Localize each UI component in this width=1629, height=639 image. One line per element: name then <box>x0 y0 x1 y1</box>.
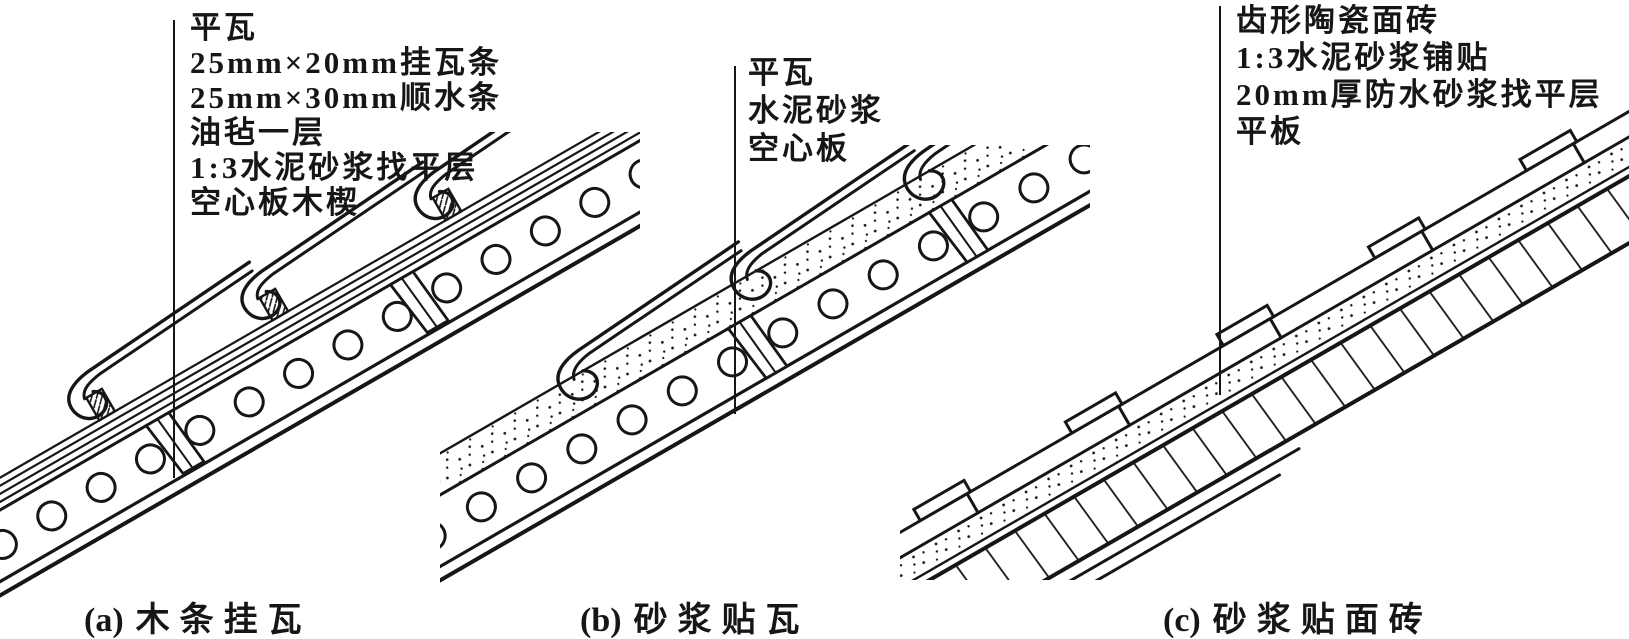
label-line: 平板 <box>1236 114 1304 149</box>
toothed-ceramic-tiles <box>900 100 1629 580</box>
diagram-c-drawing <box>900 100 1629 580</box>
tile-battens <box>84 187 463 422</box>
figure-c-layer-labels: 齿形陶瓷面砖 1:3水泥砂浆铺贴 20mm厚防水砂浆找平层 平板 <box>1236 2 1603 150</box>
caption-c-index: (c) <box>1163 602 1201 639</box>
label-line: 空心板木楔 <box>190 185 360 220</box>
caption-c-text: 砂浆贴面砖 <box>1212 602 1433 639</box>
label-line: 1:3水泥砂浆找平层 <box>190 150 479 185</box>
wood-wedges <box>144 269 451 476</box>
label-line: 齿形陶瓷面砖 <box>1236 3 1440 38</box>
label-line: 油毡一层 <box>190 115 326 150</box>
caption-a-index: (a) <box>84 602 124 639</box>
flat-tiles <box>556 145 1089 401</box>
label-line: 平瓦 <box>748 55 816 90</box>
label-line: 平瓦 <box>190 10 258 45</box>
caption-a: (a) 木条挂瓦 <box>84 592 312 639</box>
figure-b-layer-labels: 平瓦 水泥砂浆 空心板 <box>748 54 884 168</box>
underlayment-lines <box>0 132 640 548</box>
caption-b-text: 砂浆贴瓦 <box>633 602 810 639</box>
label-line: 1:3水泥砂浆铺贴 <box>1236 40 1491 75</box>
leader-line-a <box>173 20 175 478</box>
label-line: 空心板 <box>748 131 850 166</box>
hollow-core-slab <box>440 145 1090 595</box>
hollow-core-slab <box>0 132 640 604</box>
leader-line-b <box>734 66 736 414</box>
caption-b-index: (b) <box>580 602 622 639</box>
caption-c: (c) 砂浆贴面砖 <box>1163 592 1433 639</box>
label-line: 20mm厚防水砂浆找平层 <box>1236 77 1603 112</box>
mortar-bed <box>440 145 1090 551</box>
caption-a-text: 木条挂瓦 <box>135 602 312 639</box>
diagram-b-drawing <box>440 145 1090 595</box>
flat-tiles <box>67 132 600 421</box>
caption-b: (b) 砂浆贴瓦 <box>580 592 810 639</box>
slab-joint-wedges <box>726 197 990 381</box>
label-line: 25mm×30mm顺水条 <box>190 80 502 115</box>
flat-slab <box>900 100 1629 580</box>
label-line: 水泥砂浆 <box>748 93 884 128</box>
figure-a-layer-labels: 平瓦 25mm×20mm挂瓦条 25mm×30mm顺水条 油毡一层 1:3水泥砂… <box>190 10 502 220</box>
mortar-bed <box>900 100 1629 580</box>
label-line: 25mm×20mm挂瓦条 <box>190 45 502 80</box>
leader-line-c <box>1219 6 1221 395</box>
diagram-a-drawing <box>0 132 640 604</box>
